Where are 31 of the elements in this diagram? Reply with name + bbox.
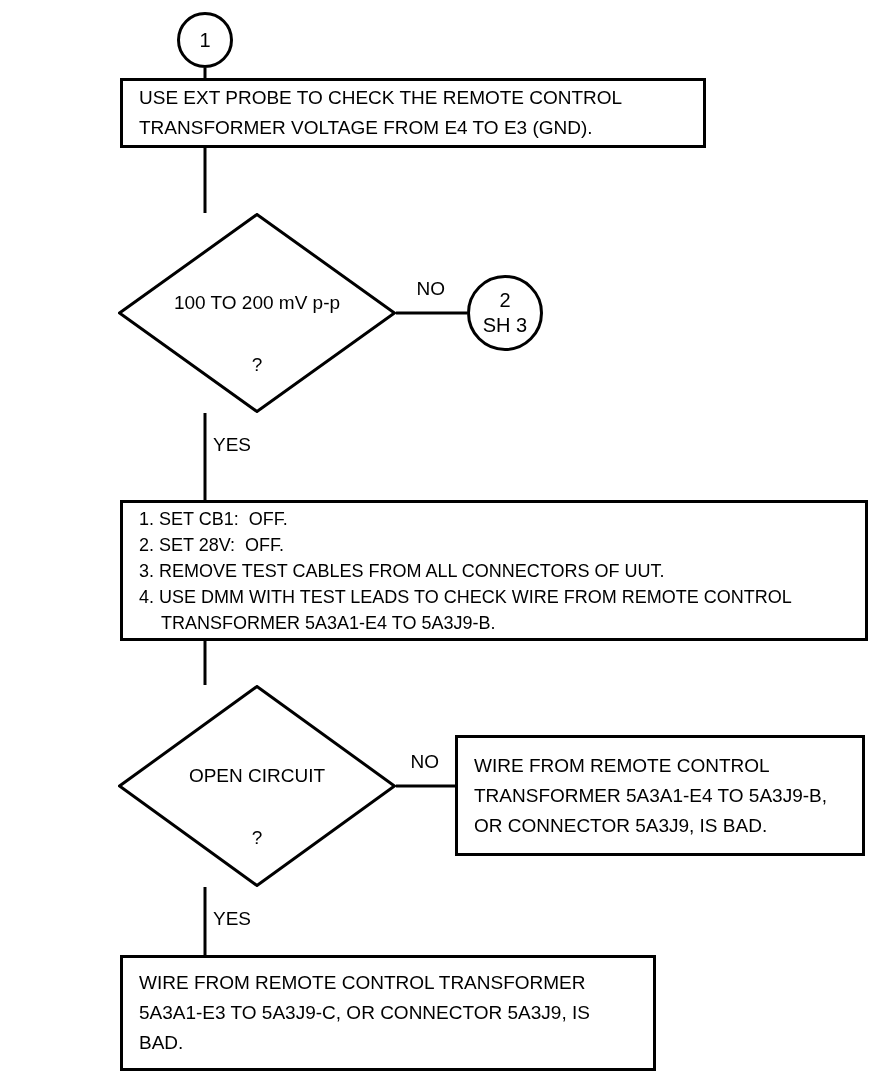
edge-label: YES [213, 909, 252, 928]
connector-label: 2 [499, 288, 511, 313]
connector-line [203, 887, 207, 955]
step-text: 4. USE DMM WITH TEST LEADS TO CHECK WIRE FROM REMOTE CONTROL TRANSFORMER 5A3A1-E4 TO 5A3J9-B. [139, 585, 793, 635]
process-box [120, 955, 656, 1071]
step-text: 2. SET 28V: OFF. [139, 533, 286, 557]
question-mark: ? [250, 353, 264, 377]
process-box [455, 735, 865, 856]
connector-line [203, 148, 207, 213]
connector-label: 1 [199, 27, 211, 53]
process-text: WIRE FROM REMOTE CONTROL TRANSFORMER 5A3A1-E4 TO 5A3J9-B, OR CONNECTOR 5A3J9, IS BAD. [474, 753, 829, 838]
decision-diamond [118, 685, 396, 887]
connector-line [203, 413, 207, 500]
step-text: 3. REMOVE TEST CABLES FROM ALL CONNECTORS OF UUT. [139, 559, 666, 583]
decision-text: 100 TO 200 mV p-p [172, 291, 342, 315]
connector-line [203, 641, 207, 685]
process-box [120, 78, 706, 148]
connector-line [203, 68, 207, 78]
decision-text: OPEN CIRCUIT [187, 764, 327, 788]
edge-label: YES [213, 435, 252, 454]
connector-line [396, 784, 455, 788]
decision-diamond [118, 213, 396, 413]
connector-label: SH 3 [482, 313, 528, 338]
step-text: 1. SET CB1: OFF. [139, 507, 289, 531]
connector-line [396, 311, 467, 315]
question-mark: ? [250, 826, 264, 850]
process-box [120, 500, 868, 641]
edge-label: NO [410, 752, 439, 771]
process-text: WIRE FROM REMOTE CONTROL TRANSFORMER 5A3A1-E3 TO 5A3J9-C, OR CONNECTOR 5A3J9, IS BAD. [139, 971, 591, 1055]
process-text: USE EXT PROBE TO CHECK THE REMOTE CONTROL TRANSFORMER VOLTAGE FROM E4 TO E3 (GND). [139, 86, 623, 140]
edge-label: NO [416, 279, 445, 298]
